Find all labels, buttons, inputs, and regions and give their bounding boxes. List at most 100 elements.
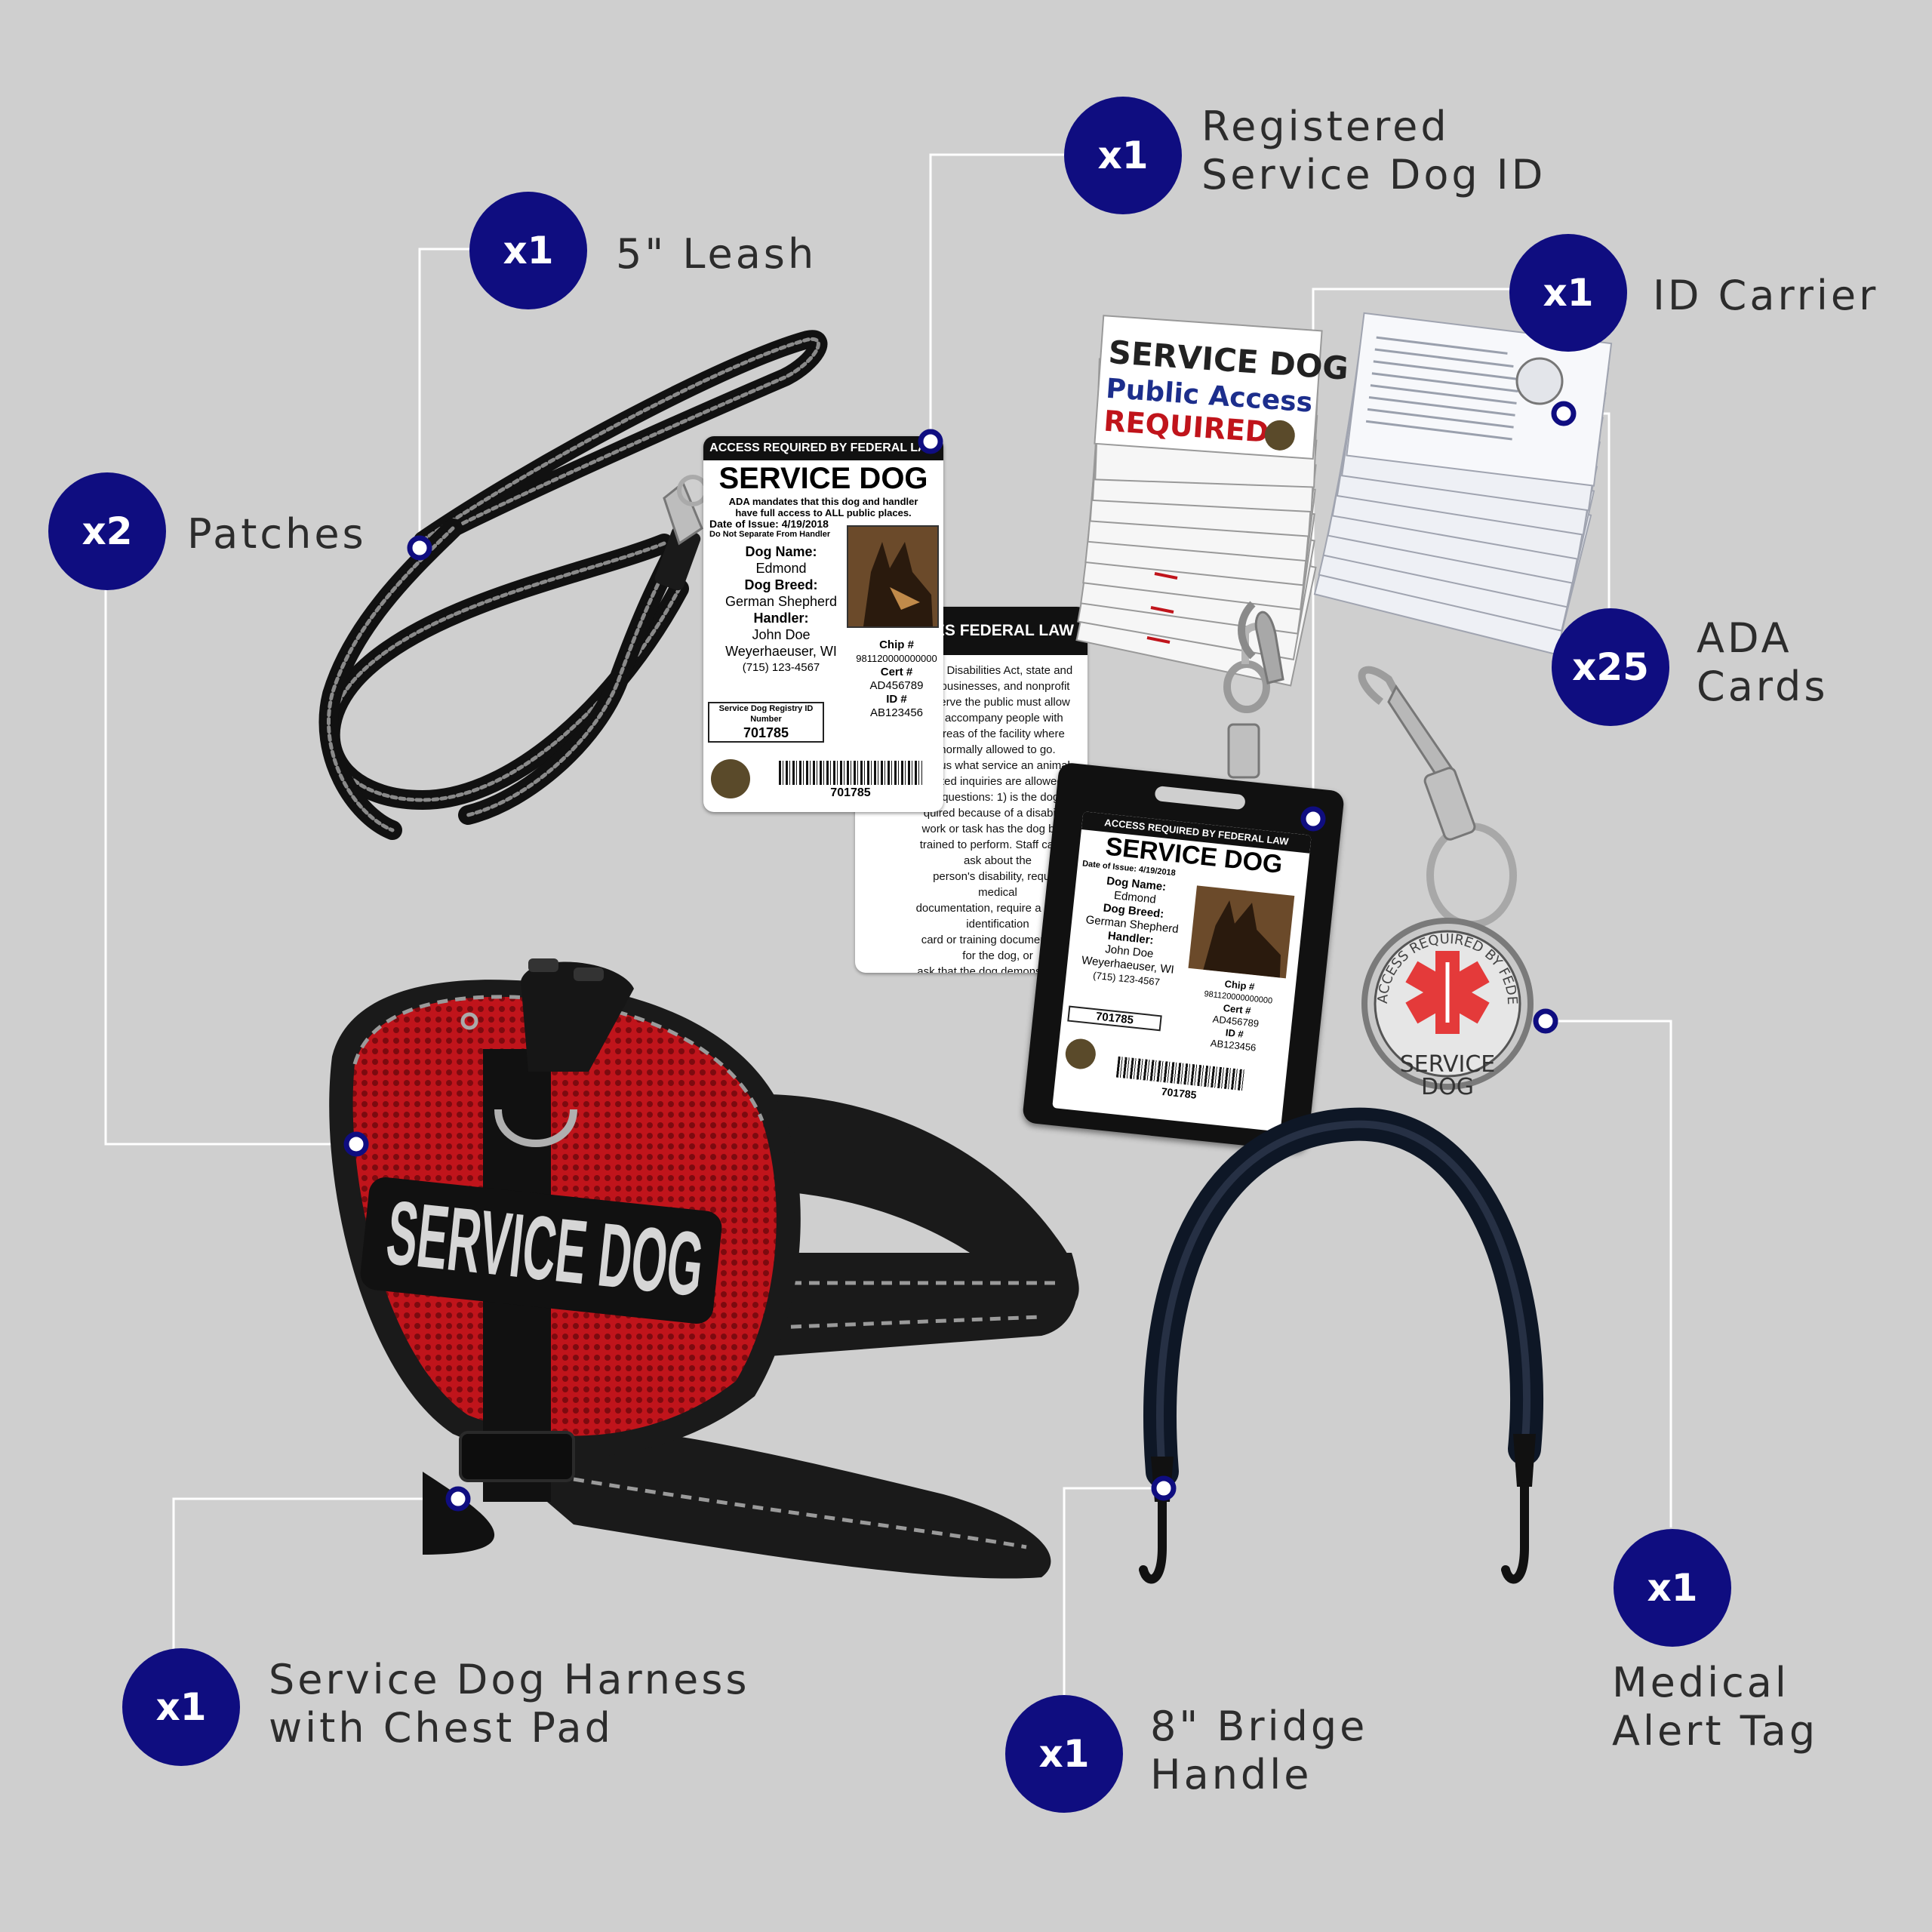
back-card-line: to accompany people with — [932, 712, 1063, 724]
carrier-dog-photo — [1188, 885, 1295, 979]
back-card-line: card or training documentation for the d… — [921, 934, 1075, 962]
id-label: ID # — [886, 693, 907, 706]
back-card-line: person's disability, require medical — [933, 870, 1063, 899]
chip-label: Chip # — [879, 638, 914, 651]
back-card-line: normally allowed to go. — [940, 743, 1056, 756]
back-card-line: ican Disabilities Act, state and — [922, 664, 1073, 677]
bridge-label-line1: 8" Bridge — [1150, 1703, 1368, 1750]
carrier-label: ID Carrier — [1653, 272, 1878, 320]
carrier-card: ACCESS REQUIRED BY FEDERAL LAW SERVICE D… — [1052, 811, 1312, 1132]
leash-qty-badge: x1 — [469, 192, 587, 309]
back-card-line: ask that the dog demonstrate its ability… — [917, 965, 1078, 973]
medical-connector — [1546, 1020, 1672, 1527]
id-card-header: ACCESS REQUIRED BY FEDERAL LAW — [703, 436, 943, 460]
leash-connector — [418, 248, 483, 548]
back-card-line: documentation, require a special identif… — [915, 902, 1080, 931]
back-card-line: work or task has the dog been — [921, 823, 1074, 835]
ada-label: ADA Cards — [1697, 614, 1828, 711]
id-qty-badge: x1 — [1064, 97, 1182, 214]
bridge-connector — [1063, 1487, 1164, 1698]
chip-number: 981120000000000 — [856, 653, 937, 664]
id-card-numbers: Chip # 981120000000000 Cert # AD456789 I… — [854, 638, 939, 720]
cert-number: AD456789 — [869, 679, 924, 692]
id-card-details: Dog Name: Edmond Dog Breed: German Sheph… — [717, 543, 845, 676]
dog-photo — [847, 525, 939, 628]
registry-box: Service Dog Registry ID Number 701785 — [708, 702, 824, 743]
seal-icon — [711, 759, 750, 798]
back-card-line: ts, businesses, and nonprofit — [925, 680, 1070, 693]
carrier-connector — [1312, 288, 1513, 819]
dog-name: Edmond — [755, 561, 807, 576]
bridge-label: 8" Bridge Handle — [1150, 1703, 1367, 1799]
id-dot — [918, 429, 943, 454]
patches-dot — [343, 1131, 369, 1157]
leash-label-line1: 5" Leash — [616, 230, 817, 278]
bridge-label-line2: Handle — [1150, 1751, 1312, 1798]
medical-qty-badge: x1 — [1614, 1529, 1731, 1647]
bridge-qty-badge: x1 — [1005, 1695, 1123, 1813]
handler-phone: (715) 123-4567 — [742, 661, 820, 674]
id-card-title: SERVICE DOG — [718, 462, 928, 495]
back-card-line: l areas of the facility where — [931, 728, 1065, 740]
dog-breed: German Shepherd — [724, 594, 838, 609]
bridge-dot — [1151, 1475, 1177, 1501]
harness-qty-badge: x1 — [122, 1648, 240, 1766]
carrier-dot — [1300, 806, 1326, 832]
back-card-line: quired because of a disability, — [923, 807, 1072, 820]
id-carrier: ACCESS REQUIRED BY FEDERAL LAW SERVICE D… — [1021, 761, 1346, 1152]
ada-label-line1: ADA — [1697, 614, 1792, 662]
handler-name: John Doe — [752, 627, 811, 642]
dog-breed-label: Dog Breed: — [744, 577, 818, 592]
ada-qty-badge: x25 — [1552, 608, 1669, 726]
id-label-line1: Registered — [1201, 103, 1450, 150]
id-label-line2: Service Dog ID — [1201, 151, 1546, 198]
medical-label-line1: Medical — [1612, 1659, 1789, 1706]
id-connector — [929, 153, 1066, 441]
id-number: AB123456 — [869, 706, 924, 719]
id-card-issue: Date of Issue: 4/19/2018 — [709, 518, 829, 530]
patches-label-line1: Patches — [187, 510, 367, 558]
harness-label: Service Dog Harness with Chest Pad — [269, 1656, 749, 1752]
medical-label-line2: Alert Tag — [1612, 1707, 1819, 1755]
leash-dot — [407, 535, 432, 561]
cert-label: Cert # — [880, 666, 913, 678]
leash-label: 5" Leash — [616, 230, 817, 278]
id-card-subtitle: ADA mandates that this dog and handler h… — [703, 496, 943, 518]
harness-dot — [445, 1486, 471, 1512]
harness-label-line2: with Chest Pad — [269, 1704, 614, 1752]
handler-city: Weyerhaeuser, WI — [725, 644, 837, 659]
id-card-subtitle-2: have full access to ALL public places. — [735, 507, 912, 518]
back-card-line: vo questions: 1) is the dog a — [927, 791, 1069, 804]
carrier-qty-badge: x1 — [1509, 234, 1627, 352]
dog-name-label: Dog Name: — [745, 544, 817, 559]
harness-connector — [172, 1497, 458, 1650]
tag-line1: SERVICE — [1400, 1051, 1495, 1078]
back-card-line: trained to perform. Staff cannot ask abo… — [919, 838, 1076, 867]
medical-label: Medical Alert Tag — [1612, 1659, 1818, 1755]
registry-label: Service Dog Registry ID Number — [718, 704, 814, 724]
back-card-line: vious what service an animal — [925, 759, 1070, 772]
handler-label: Handler: — [753, 611, 809, 626]
patches-connector — [104, 531, 353, 1146]
carrier-label-line1: ID Carrier — [1653, 272, 1879, 319]
id-label-text: Registered Service Dog ID — [1201, 103, 1546, 199]
tag-line2: DOG — [1421, 1074, 1474, 1100]
ada-dot — [1551, 401, 1577, 426]
id-card-no-separate: Do Not Separate From Handler — [709, 530, 831, 539]
back-card-line: it serve the public must allow — [925, 696, 1070, 709]
barcode-number: 701785 — [830, 786, 871, 799]
id-card-front: ACCESS REQUIRED BY FEDERAL LAW SERVICE D… — [703, 436, 943, 812]
harness-label-line1: Service Dog Harness — [269, 1656, 750, 1703]
back-card-line: mited inquiries are allowed. — [929, 775, 1066, 788]
ada-label-line2: Cards — [1697, 663, 1829, 710]
barcode — [779, 761, 922, 785]
id-card-back-text: ican Disabilities Act, state and ts, busi… — [855, 655, 1088, 973]
